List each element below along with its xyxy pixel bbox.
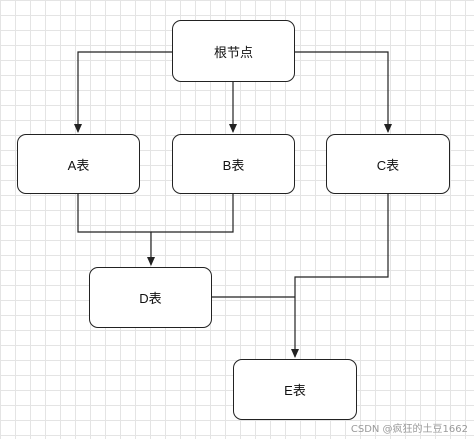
node-c-table: C表 (326, 134, 450, 194)
node-d-table: D表 (89, 267, 212, 328)
node-root: 根节点 (172, 20, 295, 82)
node-b-table: B表 (172, 134, 295, 194)
edge-root-to-a (74, 51, 172, 133)
edge-b-to-d (151, 194, 234, 233)
watermark: CSDN @疯狂的土豆1662 (350, 424, 468, 435)
node-a-table: A表 (17, 134, 140, 194)
edge-c-to-e (291, 194, 389, 358)
edge-root-to-c (295, 51, 392, 133)
edge-a-to-d (77, 194, 155, 266)
node-e-table: E表 (233, 359, 357, 420)
